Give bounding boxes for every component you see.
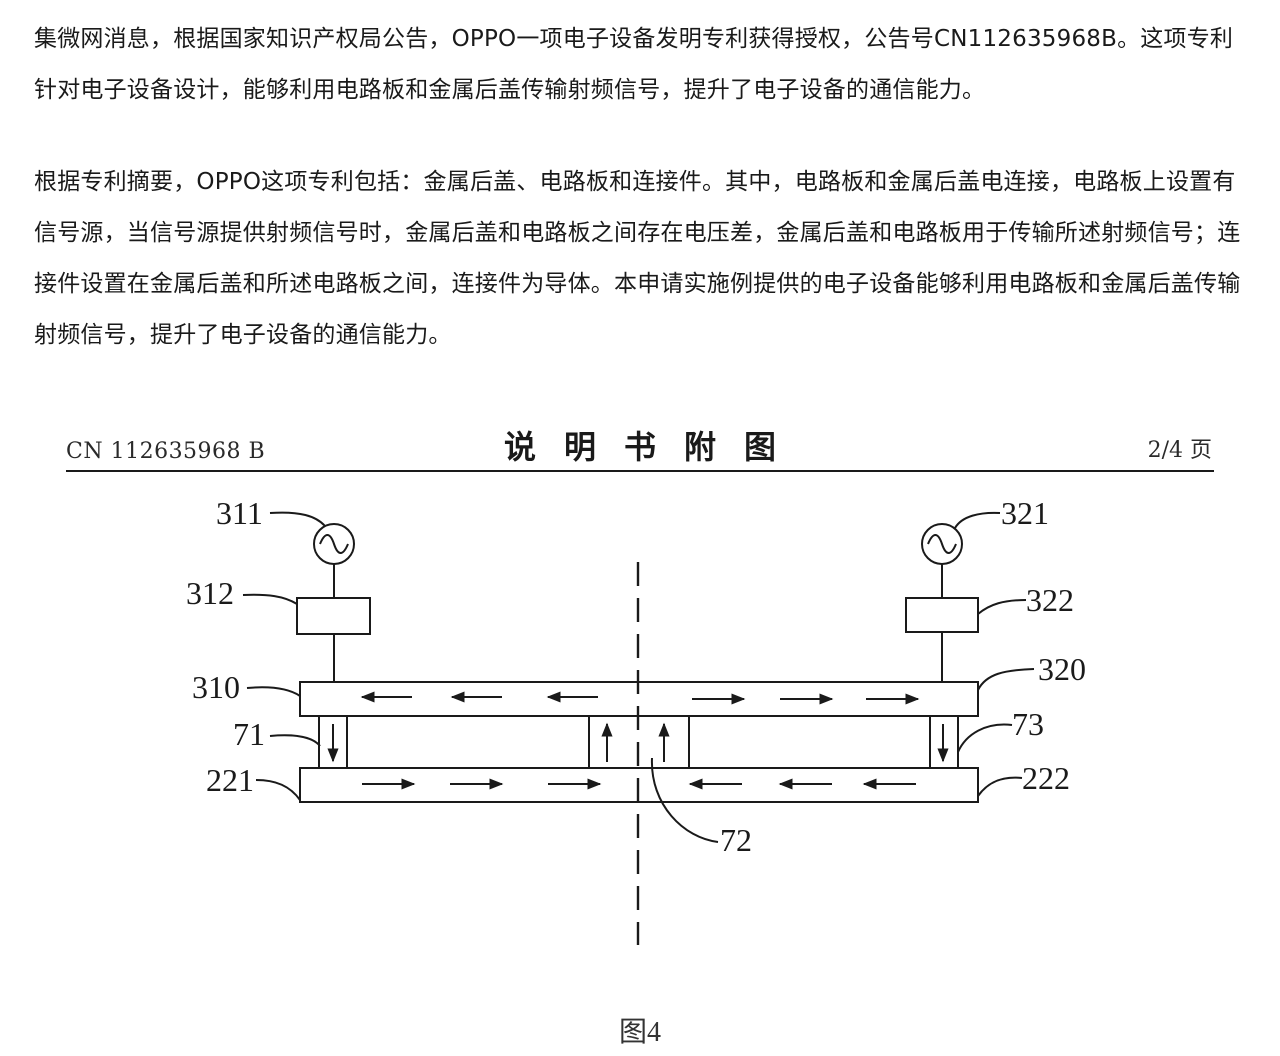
connector-72: [588, 715, 690, 769]
leader-221: [255, 779, 301, 801]
sine-wave-icon: [927, 534, 957, 554]
leader-311: [269, 511, 326, 527]
patent-page-header: CN 112635968 B 说明书附图 2/4 页: [66, 416, 1214, 472]
label-72: 72: [720, 822, 752, 858]
matching-block-322: [905, 597, 979, 633]
article-paragraph-1: 集微网消息，根据国家知识产权局公告，OPPO一项电子设备发明专利获得授权，公告号…: [34, 26, 1234, 103]
label-312: 312: [186, 575, 234, 611]
label-322: 322: [1026, 582, 1074, 618]
label-321: 321: [1001, 495, 1049, 531]
patent-page-number: 2/4 页: [1147, 438, 1212, 463]
leader-322: [977, 599, 1027, 615]
leader-320: [977, 668, 1035, 691]
patent-heading: 说明书附图: [503, 428, 804, 466]
leader-72: [650, 757, 719, 843]
article-paragraph-2: 根据专利摘要，OPPO这项专利包括：金属后盖、电路板和连接件。其中，电路板和金属…: [34, 169, 1241, 348]
label-222: 222: [1022, 760, 1070, 796]
matching-block-312: [296, 597, 371, 635]
label-221: 221: [206, 762, 254, 798]
leader-321: [954, 511, 1001, 529]
label-311: 311: [216, 495, 263, 531]
patent-number: CN 112635968 B: [66, 439, 266, 464]
leader-312: [242, 593, 298, 605]
connector-73: [929, 715, 959, 769]
leader-73: [957, 723, 1013, 753]
label-310: 310: [192, 669, 240, 705]
label-71: 71: [233, 716, 265, 752]
connector-71: [318, 715, 348, 769]
article-body: 集微网消息，根据国家知识产权局公告，OPPO一项电子设备发明专利获得授权，公告号…: [34, 14, 1256, 361]
leader-310: [246, 686, 301, 697]
figure-caption: 图4: [618, 1017, 661, 1048]
leader-222: [977, 776, 1023, 797]
sine-wave-icon: [319, 534, 349, 554]
label-320: 320: [1038, 651, 1086, 687]
label-73: 73: [1012, 706, 1044, 742]
leader-71: [269, 734, 321, 747]
